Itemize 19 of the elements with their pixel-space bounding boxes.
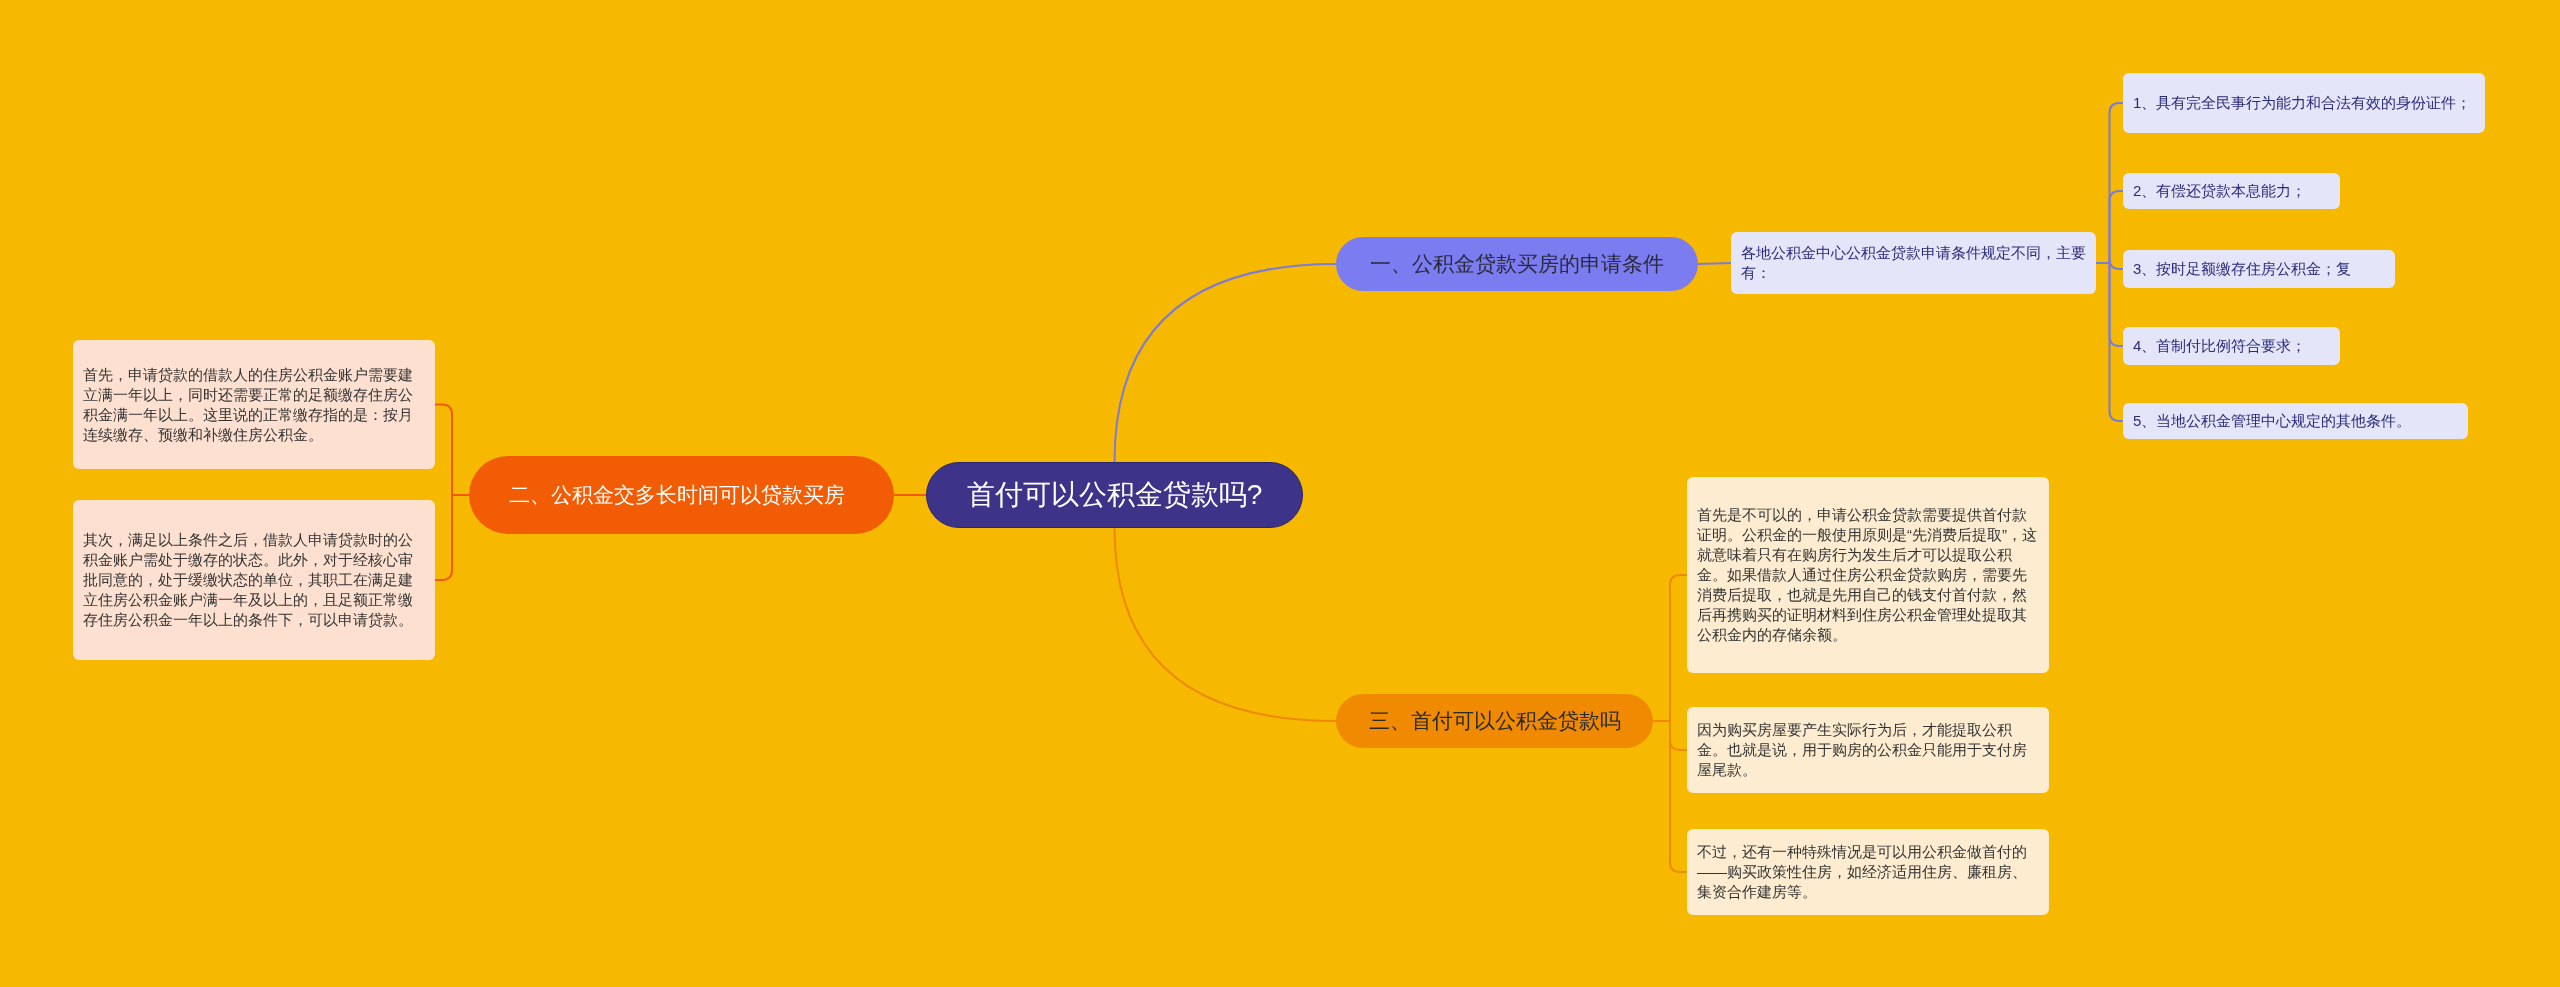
subtopic-box: 各地公积金中心公积金贷款申请条件规定不同，主要有： <box>1731 232 2096 294</box>
connector-line <box>1697 262 1732 265</box>
branch-topic: 一、公积金贷款买房的申请条件 <box>1336 237 1698 291</box>
connector-line <box>1113 263 1337 463</box>
subtopic-box: 其次，满足以上条件之后，借款人申请贷款时的公积金账户需处于缴存的状态。此外，对于经核心审批同意的，处于缓缴状态的单位，其职工在满足建立住房公积金账户满一年及以上的，且足额正常缴存住房公积金一年以上的条件下，可以申请贷款。 <box>73 500 435 660</box>
subtopic-box: 3、按时足额缴存住房公积金；复 <box>2123 250 2395 288</box>
branch-topic: 二、公积金交多长时间可以贷款买房 <box>469 456 894 534</box>
subtopic-box: 2、有偿还贷款本息能力； <box>2123 173 2340 209</box>
subtopic-box: 首先是不可以的，申请公积金贷款需要提供首付款证明。公积金的一般使用原则是“先消费后提取”，这就意味着只有在购房行为发生后才可以提取公积金。如果借款人通过住房公积金贷款购房，需要先消费后提取，也就是先用自己的钱支付首付款，然后再携购买的证明材料到住房公积金管理处提取其公积金内的存储余额。 <box>1687 477 2049 673</box>
subtopic-box: 不过，还有一种特殊情况是可以用公积金做首付的——购买政策性住房，如经济适用住房、廉租房、集资合作建房等。 <box>1687 829 2049 915</box>
subtopic-box: 因为购买房屋要产生实际行为后，才能提取公积金。也就是说，用于购房的公积金只能用于支付房屋尾款。 <box>1687 707 2049 793</box>
branch-topic: 三、首付可以公积金贷款吗 <box>1336 694 1653 748</box>
connector-line <box>893 494 927 496</box>
central-topic: 首付可以公积金贷款吗? <box>926 462 1303 528</box>
subtopic-box: 5、当地公积金管理中心规定的其他条件。 <box>2123 403 2468 439</box>
subtopic-box: 4、首制付比例符合要求； <box>2123 327 2340 365</box>
subtopic-box: 首先，申请贷款的借款人的住房公积金账户需要建立满一年以上，同时还需要正常的足额缴存住房公积金满一年以上。这里说的正常缴存指的是：按月连续缴存、预缴和补缴住房公积金。 <box>73 340 435 469</box>
subtopic-box: 1、具有完全民事行为能力和合法有效的身份证件； <box>2123 73 2485 133</box>
connector-line <box>1113 527 1337 722</box>
